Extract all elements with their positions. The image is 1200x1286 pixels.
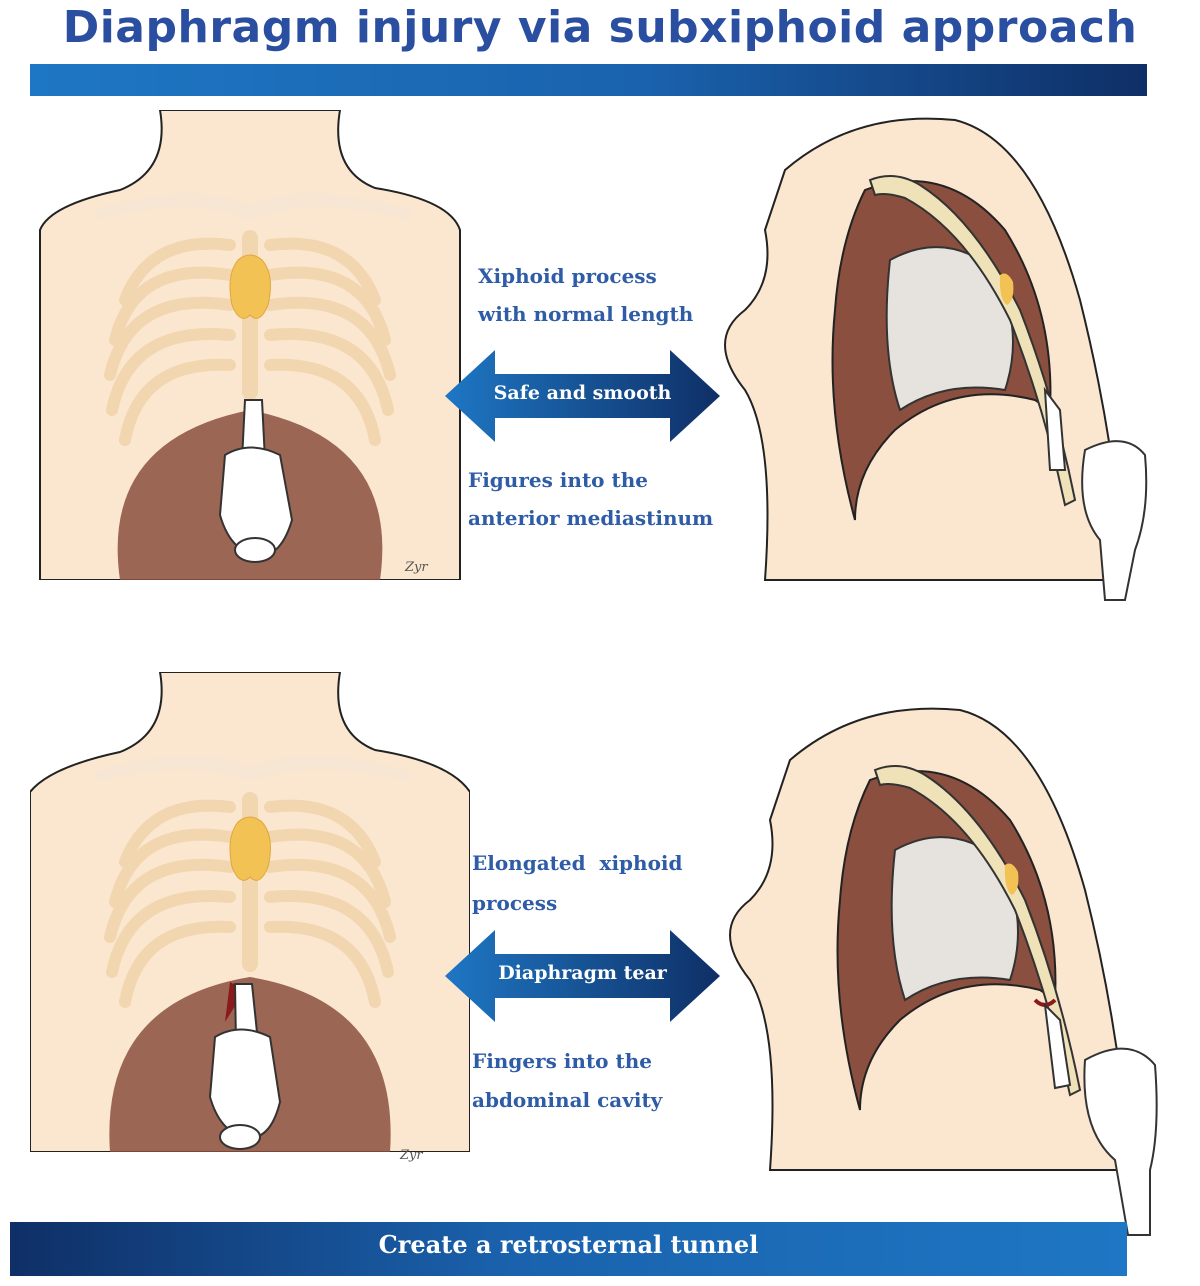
panel1-top-caption-line2: with normal length (478, 302, 694, 326)
chest-front-illustration (39, 110, 461, 580)
double-arrow-icon (445, 350, 720, 442)
footer-bar (10, 1222, 1127, 1276)
panel1-bottom-caption-line2: anterior mediastinum (468, 506, 714, 530)
page-title: Diaphragm injury via subxiphoid approach (62, 2, 1138, 53)
artist-signature: Zyr (405, 560, 428, 575)
panel1-arrow-label: Safe and smooth (493, 382, 672, 404)
artist-signature: Zyr (400, 1148, 423, 1163)
panel2-top-caption-line1: Elongated xiphoid (472, 851, 683, 875)
panel2-arrow-label: Diaphragm tear (498, 962, 667, 984)
panel2-bottom-caption-line1: Fingers into the (472, 1049, 652, 1073)
chest-sagittal-illustration (729, 707, 1158, 1236)
panel1-bottom-caption-line1: Figures into the (468, 468, 648, 492)
title-underline-bar (30, 64, 1147, 96)
panel2-bottom-caption-line2: abdominal cavity (472, 1088, 663, 1112)
panel1-top-caption-line1: Xiphoid process (478, 264, 657, 288)
footer-text: Create a retrosternal tunnel (378, 1230, 759, 1259)
double-arrow-icon (445, 930, 720, 1022)
chest-sagittal-illustration (724, 117, 1148, 601)
chest-front-illustration (30, 672, 470, 1152)
panel2-top-caption-line2: process (472, 891, 558, 915)
